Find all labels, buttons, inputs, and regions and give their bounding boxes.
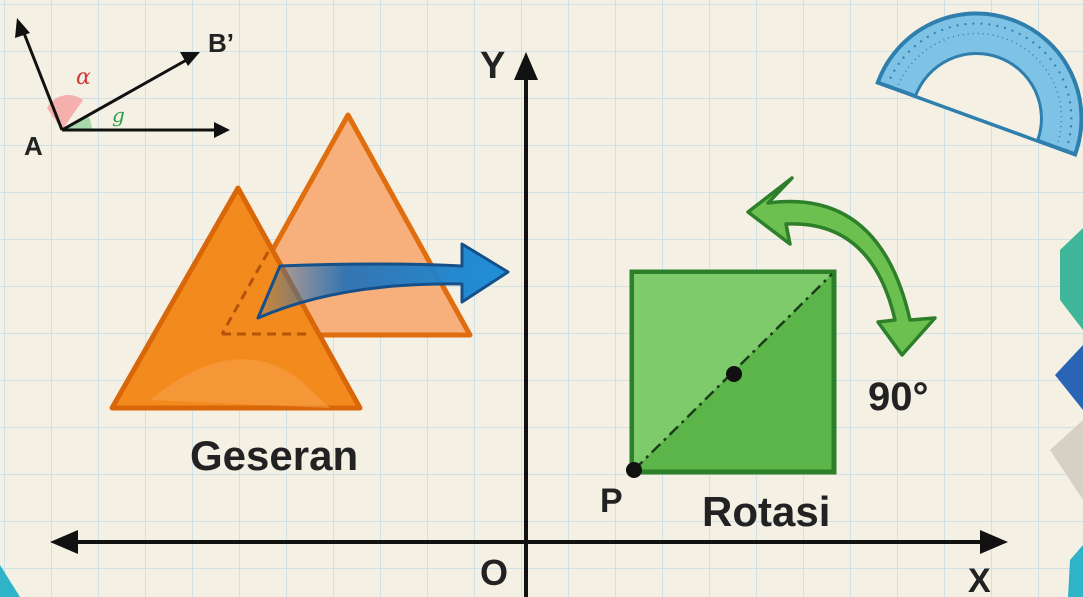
y-axis-arrowhead (514, 52, 538, 80)
ray-label: B’ (208, 28, 234, 58)
x-axis-left-arrowhead (50, 530, 78, 554)
translation-group: Geseran (109, 112, 510, 479)
x-axis-right-arrowhead (980, 530, 1008, 554)
vertex-label: A (24, 131, 43, 161)
triangle-highlight (150, 359, 330, 408)
rotation-group: 90° P Rotasi (600, 176, 937, 535)
ray-up (20, 27, 64, 131)
y-axis-label: Y (480, 45, 505, 87)
angle-diagram: A B’ α g (15, 18, 234, 161)
curved-arrow-icon (256, 242, 510, 320)
angle-alpha-fill (47, 94, 83, 130)
angle-alpha-label: α (76, 65, 91, 90)
pivot-label: P (600, 482, 623, 520)
translation-caption: Geseran (190, 432, 358, 479)
protractor-icon (875, 11, 1083, 157)
ray-b (61, 56, 191, 132)
decorative-shapes (0, 228, 1083, 597)
square-center-point (726, 366, 742, 382)
pivot-point (626, 462, 642, 478)
coordinate-axes: Y X O (50, 45, 1008, 597)
angle-g-label: g (112, 103, 125, 127)
ray-b-arrowhead (180, 52, 200, 66)
ray-up-arrowhead (15, 18, 30, 38)
x-axis-label: X (968, 562, 991, 597)
overlap-dashed-edge (220, 251, 270, 335)
rotation-arrow-icon (746, 176, 937, 357)
square-diagonal (633, 273, 833, 471)
origin-label: O (480, 552, 508, 593)
rotation-caption: Rotasi (702, 488, 830, 535)
rotation-angle-label: 90° (868, 375, 929, 419)
ray-horizontal-arrowhead (214, 122, 230, 138)
